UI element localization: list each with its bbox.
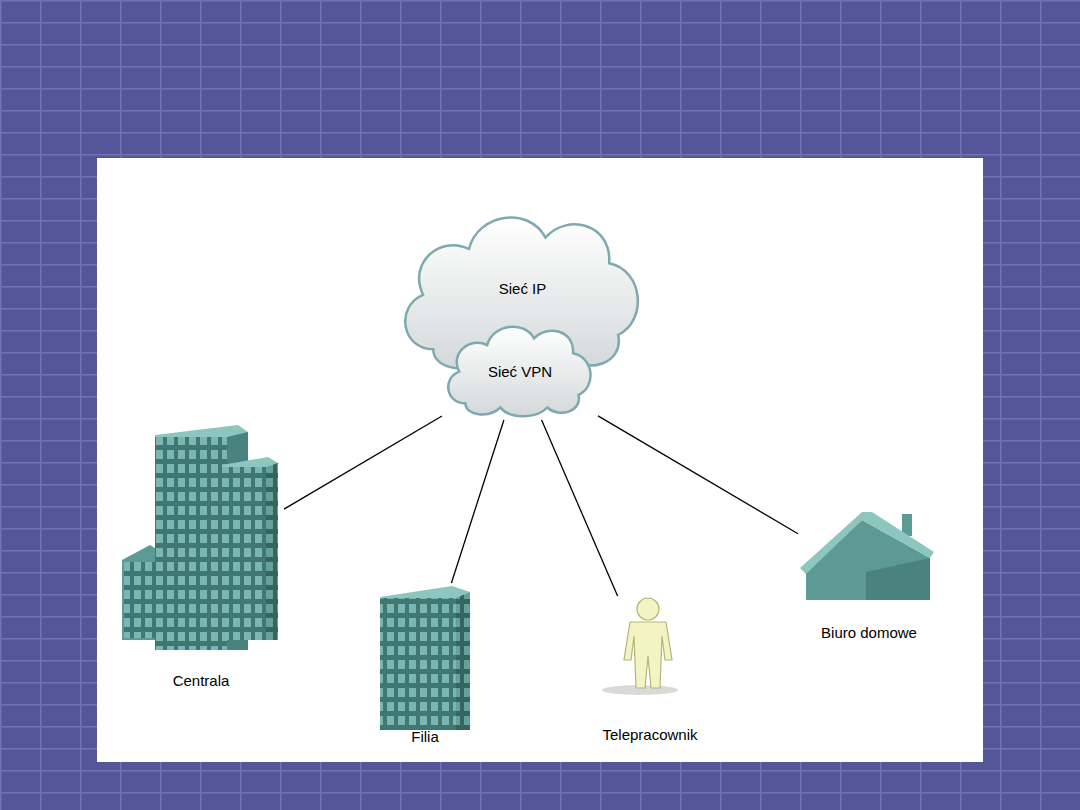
headquarters-icon	[122, 425, 278, 650]
node-label: Centrala	[173, 672, 230, 690]
network-link	[598, 416, 798, 534]
ip-network-cloud: Sieć IP Sieć VPN	[395, 206, 650, 378]
person-icon	[602, 598, 678, 695]
site-node: Biuro domowe	[798, 508, 940, 643]
site-node: Telepracownik	[583, 596, 717, 746]
node-label: Biuro domowe	[821, 624, 917, 642]
network-link	[284, 416, 442, 509]
branch-icon	[380, 586, 470, 730]
site-node: Filia	[372, 583, 478, 747]
node-label: Sieć IP	[499, 280, 547, 298]
node-label: Filia	[411, 728, 439, 746]
site-node: Centrala	[118, 423, 284, 693]
node-label: Telepracownik	[602, 726, 697, 744]
house-icon	[800, 512, 934, 600]
network-link	[451, 420, 503, 583]
white-panel	[97, 158, 983, 762]
network-link	[542, 420, 618, 596]
vpn-network-cloud: Sieć VPN	[442, 320, 598, 420]
node-label: Sieć VPN	[488, 363, 552, 381]
cloud-shape	[448, 327, 590, 417]
